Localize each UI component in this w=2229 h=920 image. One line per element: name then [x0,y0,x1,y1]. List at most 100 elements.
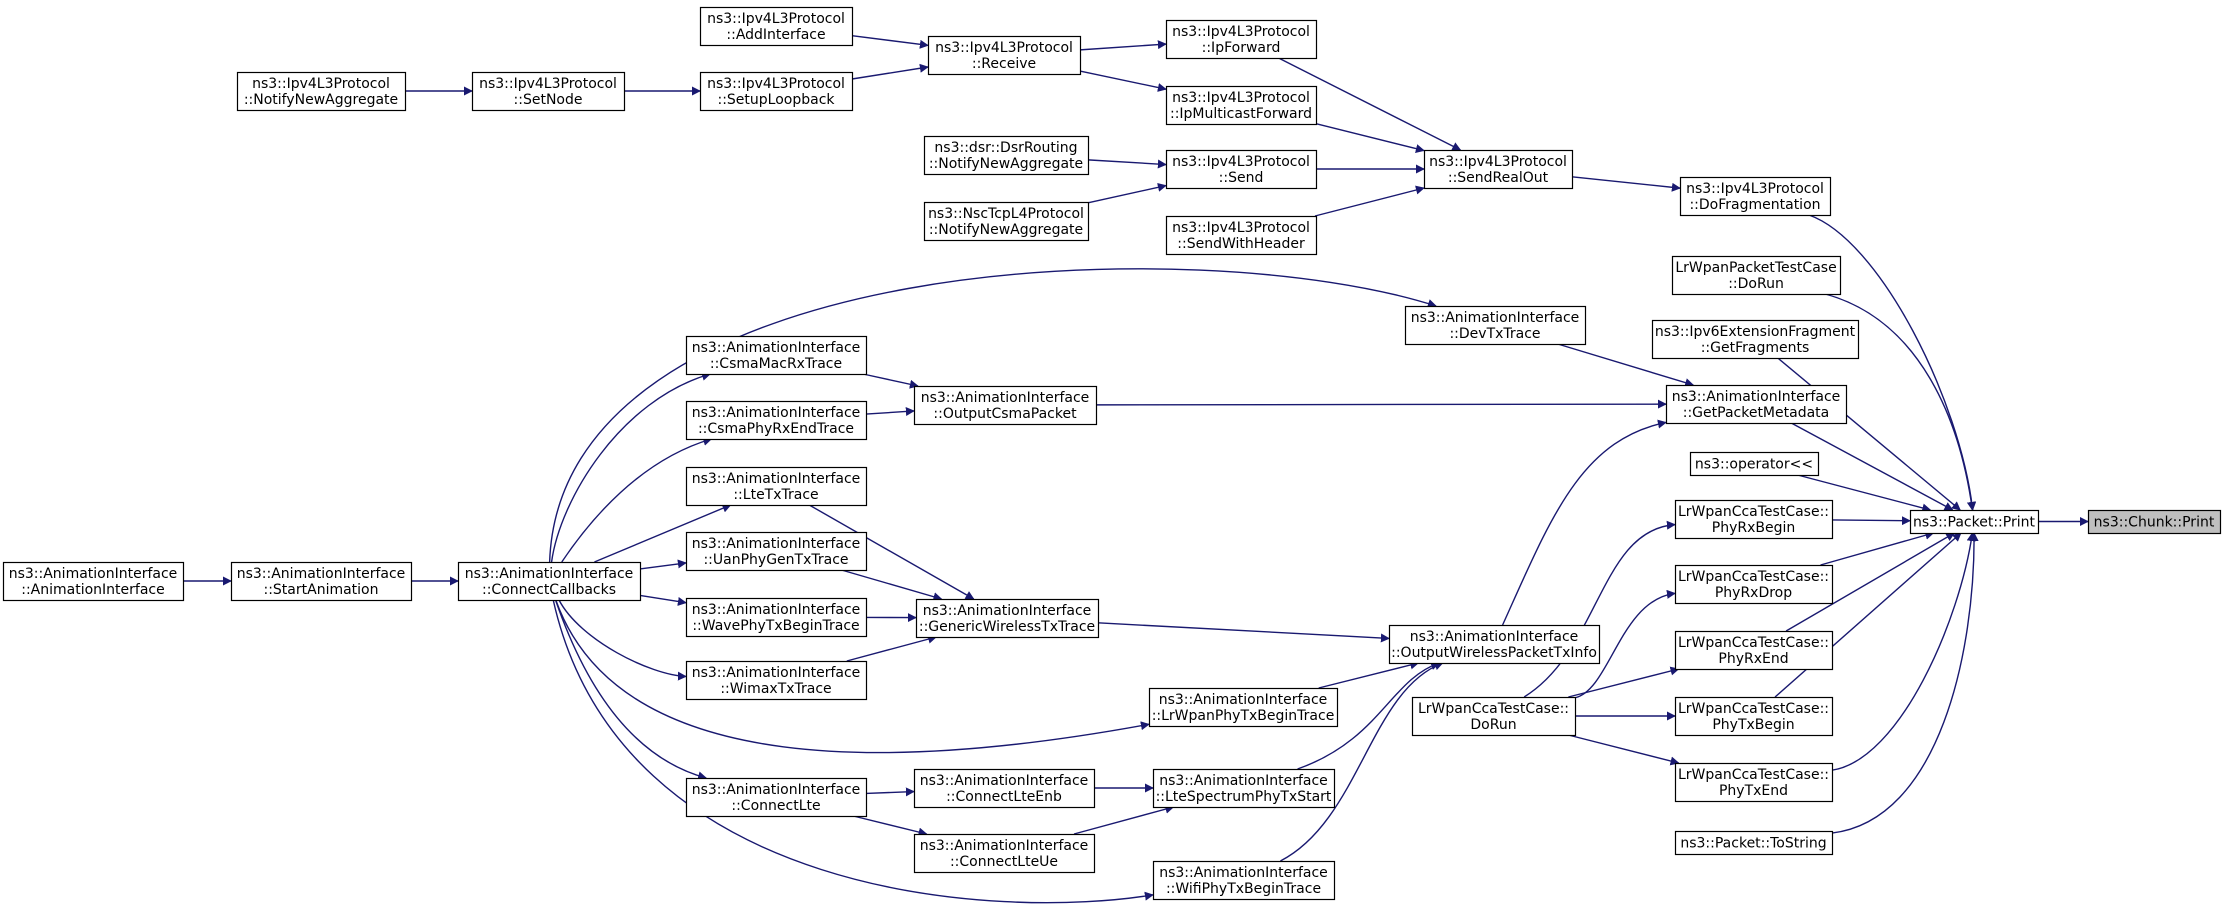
node-box[interactable] [685,335,868,376]
node-box[interactable] [699,71,854,112]
node-n28[interactable]: ns3::NscTcpL4Protocol::NotifyNewAggregat… [923,201,1090,242]
node-n35[interactable]: ns3::AnimationInterface::GenericWireless… [915,598,1100,639]
node-box[interactable] [913,768,1096,809]
node-box[interactable] [1165,149,1318,190]
node-box[interactable] [923,135,1090,176]
node-box[interactable] [1152,768,1336,809]
node-label-line: ::SetupLoopback [717,92,835,108]
node-n11[interactable]: LrWpanCcaTestCase::PhyTxBegin [1674,696,1834,737]
node-box[interactable] [1423,149,1574,190]
node-n34[interactable]: ns3::AnimationInterface::CsmaPhyRxEndTra… [685,400,868,441]
node-box[interactable] [685,777,868,818]
node-n8[interactable]: LrWpanCcaTestCase::PhyRxBegin [1674,499,1834,540]
node-n26[interactable]: ns3::Ipv4L3Protocol::NotifyNewAggregate [236,71,407,112]
edge-n5-to-n2 [1777,357,1961,511]
node-box[interactable] [699,6,854,47]
node-box[interactable] [1404,305,1587,346]
node-box[interactable] [1674,696,1834,737]
node-n3[interactable]: ns3::Ipv4L3Protocol::DoFragmentation [1679,176,1832,217]
edge-n21-to-n14 [1314,185,1425,217]
node-box[interactable] [913,385,1098,426]
node-label-line: ns3::AnimationInterface [692,665,861,681]
node-n32[interactable]: ns3::AnimationInterface::OutputCsmaPacke… [913,385,1098,426]
node-box[interactable] [1689,451,1820,477]
node-box[interactable] [1671,255,1842,296]
node-n43[interactable]: ns3::AnimationInterface::ConnectLte [685,777,868,818]
node-box[interactable] [1152,860,1336,901]
node-n31[interactable]: ns3::AnimationInterface::AnimationInterf… [2,561,185,602]
node-n41[interactable]: ns3::AnimationInterface::LteSpectrumPhyT… [1152,768,1336,809]
node-n18[interactable]: ns3::Ipv4L3Protocol::IpForward [1165,19,1318,60]
node-box[interactable] [1674,762,1834,803]
node-n30[interactable]: ns3::AnimationInterface::StartAnimation [230,561,413,602]
node-label-line: ns3::AnimationInterface [692,340,861,356]
node-box[interactable] [1165,85,1318,126]
node-n38[interactable]: ns3::AnimationInterface::WavePhyTxBeginT… [685,597,868,638]
node-n25[interactable]: ns3::Ipv4L3Protocol::SetNode [471,71,626,112]
node-n37[interactable]: ns3::AnimationInterface::UanPhyGenTxTrac… [685,531,868,572]
node-box[interactable] [236,71,407,112]
node-box[interactable] [913,833,1096,874]
node-n24[interactable]: ns3::Ipv4L3Protocol::SetupLoopback [699,71,854,112]
node-box[interactable] [471,71,626,112]
node-box[interactable] [1674,564,1834,605]
edge-n7-to-n2 [1797,474,1932,513]
node-n4[interactable]: LrWpanPacketTestCase::DoRun [1671,255,1842,296]
node-n33[interactable]: ns3::AnimationInterface::CsmaMacRxTrace [685,335,868,376]
node-n27[interactable]: ns3::dsr::DsrRouting::NotifyNewAggregate [923,135,1090,176]
node-n29[interactable]: ns3::AnimationInterface::ConnectCallback… [457,561,642,602]
node-n6[interactable]: ns3::AnimationInterface::GetPacketMetada… [1665,384,1848,425]
node-box[interactable] [1165,215,1318,256]
node-n15[interactable]: ns3::AnimationInterface::DevTxTrace [1404,305,1587,346]
node-n21[interactable]: ns3::Ipv4L3Protocol::SendWithHeader [1165,215,1318,256]
node-n13[interactable]: ns3::Packet::ToString [1674,830,1834,856]
node-n14[interactable]: ns3::Ipv4L3Protocol::SendRealOut [1423,149,1574,190]
node-box[interactable] [1411,696,1577,737]
node-box[interactable] [1148,687,1339,728]
node-n22[interactable]: ns3::Ipv4L3Protocol::Receive [927,35,1082,76]
node-box[interactable] [2,561,185,602]
node-box[interactable] [457,561,642,602]
node-n45[interactable]: ns3::AnimationInterface::WifiPhyTxBeginT… [1152,860,1336,901]
node-n42[interactable]: ns3::AnimationInterface::ConnectLteEnb [913,768,1096,809]
node-n1[interactable]: ns3::Chunk::Print [2087,509,2222,535]
node-box[interactable] [1665,384,1848,425]
node-box[interactable] [685,660,868,701]
node-box[interactable] [685,466,868,507]
node-n19[interactable]: ns3::Ipv4L3Protocol::IpMulticastForward [1165,85,1318,126]
node-box[interactable] [1674,830,1834,856]
node-box[interactable] [230,561,413,602]
node-box[interactable] [923,201,1090,242]
node-box[interactable] [915,598,1100,639]
node-n23[interactable]: ns3::Ipv4L3Protocol::AddInterface [699,6,854,47]
node-n16[interactable]: ns3::AnimationInterface::OutputWirelessP… [1388,624,1601,665]
node-box[interactable] [1165,19,1318,60]
node-n20[interactable]: ns3::Ipv4L3Protocol::Send [1165,149,1318,190]
node-box[interactable] [1679,176,1832,217]
node-n12[interactable]: LrWpanCcaTestCase::PhyTxEnd [1674,762,1834,803]
node-box[interactable] [685,597,868,638]
node-n40[interactable]: ns3::AnimationInterface::LrWpanPhyTxBegi… [1148,687,1339,728]
node-n5[interactable]: ns3::Ipv6ExtensionFragment::GetFragments [1651,319,1860,360]
node-box[interactable] [685,400,868,441]
node-box[interactable] [1674,499,1834,540]
node-label-line: ns3::Ipv4L3Protocol [1172,154,1310,170]
node-box[interactable] [1388,624,1601,665]
edge-n14-to-n3 [1571,176,1681,192]
node-label-line: ns3::Chunk::Print [2094,515,2215,531]
node-n17[interactable]: LrWpanCcaTestCase::DoRun [1411,696,1577,737]
node-box[interactable] [2087,509,2222,535]
node-label-line: ::SendWithHeader [1177,236,1305,252]
node-n36[interactable]: ns3::AnimationInterface::LteTxTrace [685,466,868,507]
node-box[interactable] [1674,630,1834,671]
node-box[interactable] [1651,319,1860,360]
node-n9[interactable]: LrWpanCcaTestCase::PhyRxDrop [1674,564,1834,605]
node-n39[interactable]: ns3::AnimationInterface::WimaxTxTrace [685,660,868,701]
node-n44[interactable]: ns3::AnimationInterface::ConnectLteUe [913,833,1096,874]
node-n10[interactable]: LrWpanCcaTestCase::PhyRxEnd [1674,630,1834,671]
node-n2[interactable]: ns3::Packet::Print [1909,509,2040,535]
node-box[interactable] [685,531,868,572]
node-box[interactable] [1909,509,2040,535]
node-n7[interactable]: ns3::operator<< [1689,451,1820,477]
node-box[interactable] [927,35,1082,76]
